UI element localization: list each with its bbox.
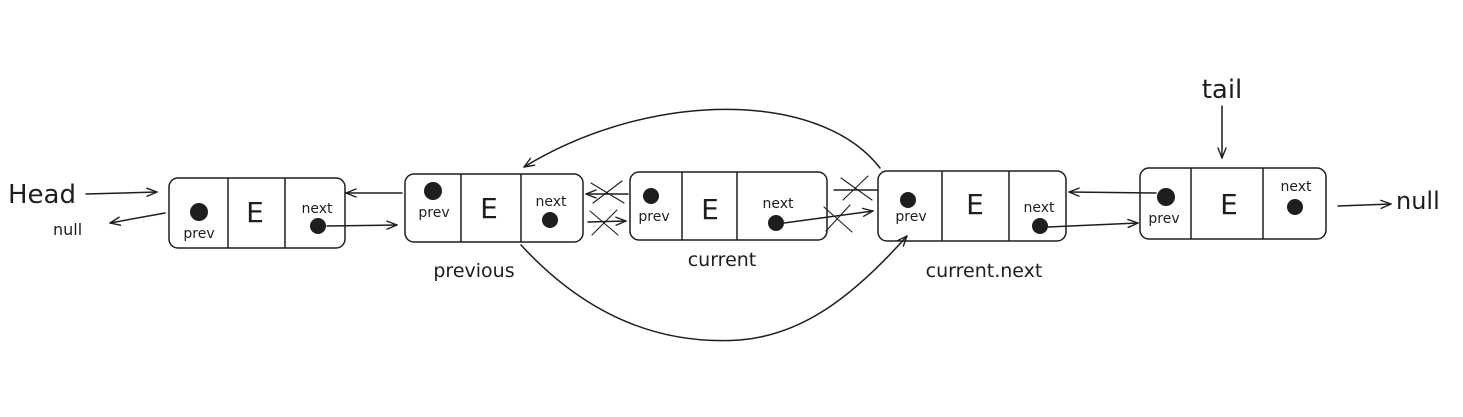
next-pointer-dot (1287, 199, 1303, 215)
prev-label: prev (638, 209, 669, 225)
next-arrow-2-to-3 (587, 216, 627, 226)
prev-pointer-dot (900, 192, 916, 208)
removed-link-marks (589, 175, 873, 236)
node-1: prev E next (168, 177, 346, 249)
prev-label: prev (183, 226, 214, 242)
node-caption: previous (433, 260, 514, 282)
node-2: prev E next previous (404, 173, 584, 282)
next-arrow-3-to-4 (783, 207, 874, 224)
node-box (877, 170, 1067, 242)
prev-label: prev (895, 209, 926, 225)
next-pointer-dot (768, 215, 784, 231)
next-arrow-4-to-5 (1047, 218, 1139, 229)
next-arrow-1-to-2 (326, 220, 398, 230)
tail-null-label: null (1396, 187, 1440, 215)
next-label: next (535, 194, 567, 210)
node-caption: current (688, 249, 757, 271)
head-pointer-arrow (85, 187, 158, 197)
element-label: E (246, 196, 264, 229)
node-5: prev E next (1139, 167, 1327, 240)
next-label: next (301, 201, 333, 217)
prev-label: prev (1148, 211, 1179, 227)
element-label: E (480, 192, 498, 225)
next-label: next (762, 196, 794, 212)
next-label: next (1023, 200, 1055, 216)
bypass-next-arrow-2-to-4 (520, 235, 908, 342)
cross-mark (840, 175, 873, 201)
tail-label: tail (1202, 75, 1243, 105)
node-3: prev E next current (629, 171, 828, 271)
element-label: E (966, 188, 984, 221)
element-label: E (1220, 188, 1238, 221)
next-pointer-dot (310, 218, 326, 234)
prev-label: prev (418, 205, 449, 221)
cross-mark (589, 209, 619, 236)
prev-pointer-dot (1157, 188, 1175, 206)
bypass-prev-arrow-4-to-2 (523, 108, 881, 169)
cross-mark (823, 204, 853, 233)
prev-pointer-dot (643, 188, 659, 204)
next-pointer-dot (542, 212, 558, 228)
tail-next-null-arrow (1337, 199, 1392, 210)
node-4: prev E next current.next (877, 170, 1067, 282)
head-prev-null-arrow (109, 212, 166, 226)
node-box (1139, 167, 1327, 240)
prev-pointer-dot (424, 182, 442, 200)
node-box (168, 177, 346, 249)
element-label: E (701, 193, 719, 226)
head-null-label: null (53, 220, 82, 239)
next-label: next (1280, 179, 1312, 195)
node-box (629, 171, 828, 241)
head-label: Head (8, 180, 76, 210)
prev-pointer-dot (190, 203, 208, 221)
prev-arrow-5-to-4 (1068, 187, 1157, 197)
cross-mark (590, 180, 625, 204)
node-caption: current.next (926, 260, 1043, 282)
node-box (404, 173, 584, 243)
next-pointer-dot (1032, 218, 1048, 234)
